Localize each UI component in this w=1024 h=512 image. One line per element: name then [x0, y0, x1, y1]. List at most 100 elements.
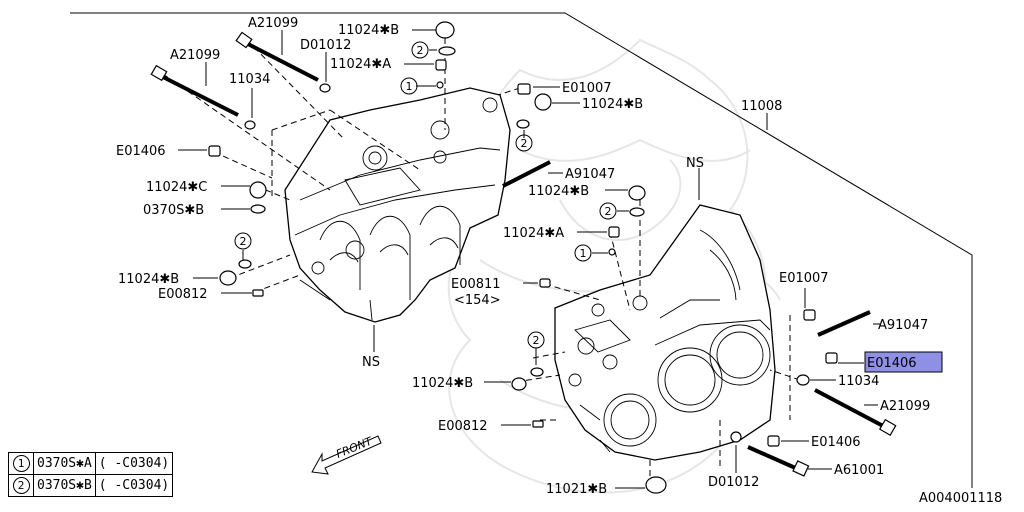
- circled-number-2-mid: 2: [599, 202, 617, 220]
- oring-circ2-mid: [629, 207, 645, 217]
- svg-text:2: 2: [240, 235, 247, 248]
- circled-number-2-left: 2: [234, 232, 252, 250]
- circled-number-2-right-top: 2: [515, 134, 533, 152]
- label-11034-1: 11034: [229, 72, 270, 87]
- front-arrow: FRONT: [311, 434, 382, 475]
- label-e00812-1: E00812: [158, 287, 208, 302]
- circled-numbers: 1 2 2 2 2 1 2: [234, 41, 617, 349]
- label-a61001: A61001: [834, 463, 884, 478]
- plug-11024b-top: [435, 21, 455, 39]
- plug-11024b-bottom: [511, 377, 527, 391]
- dowel-e01406-bottom: [767, 435, 780, 447]
- label-e00811-sub: <154>: [454, 293, 501, 308]
- label-11024b-1: 11024✱B: [338, 23, 399, 38]
- label-a91047-1: A91047: [565, 167, 615, 182]
- washer-d01012-right: [730, 431, 742, 443]
- washer-11034-left: [244, 120, 256, 130]
- label-d01012-2: D01012: [708, 475, 759, 490]
- legend-number: 2: [12, 477, 30, 494]
- plug-e00812-right: [532, 420, 544, 428]
- circled-number-1-mid: 1: [574, 244, 592, 262]
- front-label: FRONT: [334, 434, 375, 461]
- svg-text:2: 2: [417, 44, 424, 57]
- legend-row: 1 0370S✱A ( -C0304): [8, 452, 174, 475]
- label-11024a-2: 11024✱A: [503, 226, 564, 241]
- washer-11034-right: [796, 374, 810, 386]
- legend-range: ( -C0304): [94, 474, 174, 497]
- label-11024a-1: 11024✱A: [330, 57, 391, 72]
- label-e01406-2-highlighted: E01406: [867, 356, 917, 371]
- legend-range: ( -C0304): [94, 452, 174, 475]
- plug-11024c: [249, 181, 267, 199]
- plug-11024a-mid: [608, 226, 620, 238]
- bolt-a21099-upper: [235, 31, 319, 82]
- circled-number-2-bottom: 2: [527, 331, 545, 349]
- highlight-box: [864, 351, 943, 373]
- dowel-e01406-right: [825, 352, 838, 364]
- label-11034-2: 11034: [838, 374, 879, 389]
- callout-labels: A21099 A21099 D01012 11024✱B 11024✱A 110…: [116, 16, 1002, 506]
- reference-lines: [70, 12, 973, 488]
- leader-lines: [178, 29, 880, 489]
- bolt-a61001: [747, 445, 810, 477]
- legend-table: 1 0370S✱A ( -C0304) 2 0370S✱B ( -C0304): [8, 452, 174, 497]
- svg-text:2: 2: [605, 205, 612, 218]
- left-crankcase-half: [284, 87, 511, 323]
- label-e01406-1: E01406: [116, 144, 166, 159]
- svg-text:1: 1: [406, 80, 413, 93]
- label-e01406-3: E01406: [811, 435, 861, 450]
- label-e01007-1: E01007: [562, 81, 612, 96]
- oring-circ2-right-top: [516, 119, 530, 129]
- label-11021b: 11021✱B: [546, 482, 607, 497]
- label-11024b-2: 11024✱B: [582, 97, 643, 112]
- small-parts: [150, 21, 897, 494]
- oring-circ2-top: [438, 46, 456, 56]
- bolt-a21099-right: [814, 388, 897, 437]
- plug-11024b-right-top: [534, 93, 552, 111]
- legend-number: 1: [12, 455, 30, 472]
- bolt-a21099-lower: [150, 64, 239, 117]
- oring-circ2-left: [238, 259, 252, 269]
- dowel-e01007-top: [517, 83, 531, 95]
- label-a21099-3: A21099: [880, 399, 930, 414]
- plug-11024b-left: [219, 270, 237, 286]
- label-11024b-3: 11024✱B: [528, 184, 589, 199]
- plug-11024b-mid: [628, 185, 646, 201]
- label-11024b-5: 11024✱B: [412, 376, 473, 391]
- label-e00811: E00811: [451, 277, 501, 292]
- dowel-e01406-left: [208, 145, 221, 157]
- plug-11024a-top: [435, 59, 447, 71]
- dowel-e01007-right: [803, 309, 816, 321]
- plug-11021b: [645, 476, 667, 494]
- label-11008: 11008: [741, 99, 782, 114]
- circled-number-2-top: 2: [411, 41, 429, 59]
- oring-circ1-top: [436, 81, 444, 89]
- diagram-id: A004001118: [919, 491, 1002, 506]
- label-a91047-2: A91047: [878, 318, 928, 333]
- oring-circ2-bottom: [530, 367, 544, 377]
- label-ns-2: NS: [362, 355, 380, 370]
- label-ns-1: NS: [686, 156, 704, 171]
- plug-e00812-left: [252, 289, 264, 297]
- plug-e00811: [539, 278, 551, 288]
- circled-number-1-top: 1: [400, 77, 418, 95]
- label-a21099-2: A21099: [170, 48, 220, 63]
- label-d01012-1: D01012: [300, 38, 351, 53]
- label-11024c: 11024✱C: [146, 180, 207, 195]
- stud-a91047-top: [502, 160, 551, 188]
- oring-circ1-mid: [608, 248, 616, 256]
- washer-d01012-left: [319, 83, 331, 93]
- svg-text:2: 2: [521, 137, 528, 150]
- legend-part: 0370S✱B: [33, 474, 96, 497]
- stud-a91047-right: [817, 310, 871, 337]
- label-0370sb: 0370S✱B: [143, 203, 204, 218]
- label-e01007-2: E01007: [779, 271, 829, 286]
- svg-text:1: 1: [580, 247, 587, 260]
- right-crankcase-half: [554, 204, 776, 461]
- svg-text:2: 2: [533, 334, 540, 347]
- label-e00812-2: E00812: [438, 419, 488, 434]
- label-11024b-4: 11024✱B: [118, 272, 179, 287]
- legend-part: 0370S✱A: [33, 452, 96, 475]
- label-a21099-1: A21099: [248, 16, 298, 31]
